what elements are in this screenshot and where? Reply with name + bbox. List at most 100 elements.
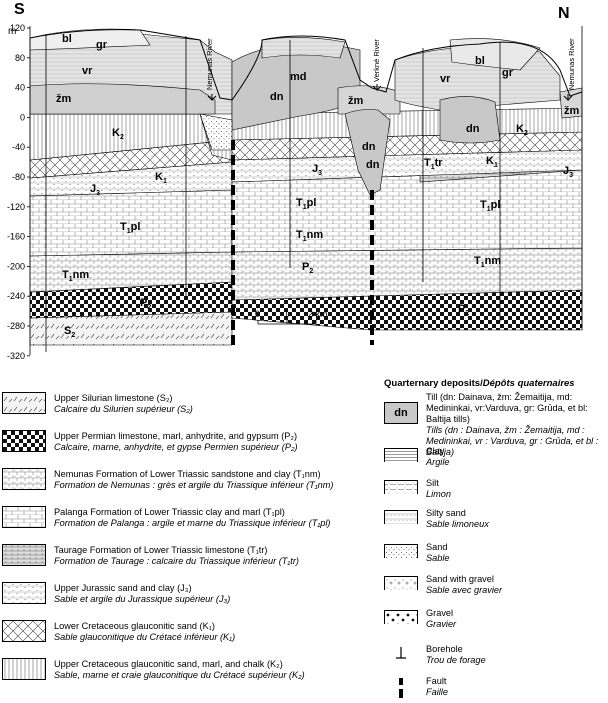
label-bl: bl: [475, 55, 485, 67]
legend-en: Lower Cretaceous glauconitic sand (K₁): [54, 621, 215, 631]
quaternary-title: Quarternary deposits/Dépôts quaternaires: [384, 378, 575, 389]
y-tick-label: 40: [15, 83, 25, 93]
till-md: [261, 37, 346, 59]
y-tick-label: 0: [20, 112, 25, 122]
legend-en: Clay: [426, 446, 445, 456]
label-dn: dn: [466, 123, 480, 135]
label-p2: P2: [140, 297, 151, 311]
unit-label: m: [8, 26, 16, 37]
y-tick-label: -240: [7, 291, 25, 301]
till-swatch: dn: [384, 402, 418, 424]
label-p2: P2: [458, 303, 469, 317]
label-zm: žm: [564, 105, 580, 117]
legend-fr: Sable limoneux: [426, 519, 489, 529]
legend-en: Sand with gravel: [426, 574, 494, 584]
y-tick-label: -280: [7, 321, 25, 331]
legend-text-t1pl: Palanga Formation of Lower Triassic clay…: [54, 507, 354, 529]
stratum-t1pl-right: [231, 169, 583, 253]
legend-swatch-sand: [384, 544, 418, 558]
label-k2: K2: [112, 127, 124, 141]
legend-text-p2: Upper Permian limestone, marl, anhydrite…: [54, 431, 354, 453]
legend-swatch-p2: [2, 430, 46, 452]
legend-text-t1nm: Nemunas Formation of Lower Triassic sand…: [54, 469, 354, 491]
legend-en: Nemunas Formation of Lower Triassic sand…: [54, 469, 321, 479]
y-tick-label: -160: [7, 232, 25, 242]
quaternary-cover: [29, 28, 583, 196]
till-zm-middle: [337, 85, 401, 115]
north-label: N: [558, 5, 570, 22]
till-bl-right: [449, 38, 541, 71]
legend-swatch-k1: [2, 620, 46, 642]
unit-labels: bl gr vr žm md dn žm dn dn bl gr vr dn ž…: [56, 33, 580, 339]
label-vr: vr: [82, 65, 93, 77]
y-tick-label: -120: [7, 202, 25, 212]
legend-fr: Limon: [426, 489, 452, 499]
legend-swatch-j3: [2, 582, 46, 604]
legend-text-s2: Upper Silurian limestone (S₂)Calcaire du…: [54, 393, 354, 415]
legend-en: Sand: [426, 542, 448, 552]
label-s2: S2: [64, 325, 75, 339]
label-gr: gr: [502, 67, 514, 79]
y-tick-label: -200: [7, 261, 25, 271]
label-md: md: [290, 71, 307, 83]
legend-fr: Faille: [426, 687, 448, 697]
legend-swatch-sand-with-gravel: [384, 576, 418, 590]
till-legend-text: Till (dn: Dainava, žm: Žemaitija, md: Me…: [426, 392, 599, 457]
nemunas-river-right: Nemunas River: [567, 38, 576, 90]
legend-fr: Argile: [426, 457, 450, 467]
label-k1: K1: [155, 171, 167, 185]
legend-en: Silty sand: [426, 508, 466, 518]
scale-tick-0: 0: [255, 309, 260, 319]
legend-swatch-clay: [384, 448, 418, 462]
scale-tick-2: 2 km: [308, 309, 328, 319]
borehole-icon: [384, 646, 418, 660]
legend-swatch-t1tr: [2, 544, 46, 566]
legend-swatch-s2: [2, 392, 46, 414]
legend-text-k2: Upper Cretaceous glauconitic sand, marl,…: [54, 659, 354, 681]
label-j3: J3: [90, 183, 100, 197]
legend-en: Upper Silurian limestone (S₂): [54, 393, 173, 403]
legend-swatch-k2: [2, 658, 46, 680]
fault-icon: [384, 678, 418, 698]
legend-fr: Sable, marne et craie glauconitique du C…: [54, 670, 305, 680]
legend-fr: Calcaire du Silurien supérieur (S₂): [54, 404, 193, 414]
verkne-river: Verkné River: [372, 39, 381, 82]
legend-text-k1: Lower Cretaceous glauconitic sand (K₁)Sa…: [54, 621, 354, 643]
legend-text-t1tr: Taurage Formation of Lower Triassic lime…: [54, 545, 354, 567]
y-tick-label: -320: [7, 351, 25, 361]
till-zm-left: [29, 83, 216, 115]
legend-fr: Calcaire, marne, anhydrite, et gypse Per…: [54, 442, 298, 452]
till-dn-middle: [231, 43, 361, 131]
legend-en: Upper Permian limestone, marl, anhydrite…: [54, 431, 298, 441]
till-dn-right: [439, 96, 501, 144]
scale-tick-1: 1: [284, 309, 289, 319]
till-dn-valley: [344, 109, 391, 196]
legend-fr: Sable avec gravier: [426, 585, 503, 595]
nemunas-river-left: Nemunas River: [205, 38, 214, 90]
label-gr: gr: [96, 39, 108, 51]
label-zm: žm: [348, 95, 364, 107]
legend-en: Upper Cretaceous glauconitic sand, marl,…: [54, 659, 283, 669]
legend-swatch-silty-sand: [384, 510, 418, 524]
label-vr: vr: [440, 73, 451, 85]
label-j3: J3: [563, 165, 573, 179]
faults: [231, 140, 374, 345]
label-t1pl: T1pl: [296, 197, 316, 211]
river-labels: Nemunas River Verkné River Nemunas River: [205, 38, 576, 102]
legend-swatch-t1nm: [2, 468, 46, 490]
legend-en: Silt: [426, 478, 439, 488]
legend-swatch-gravel: [384, 610, 418, 624]
till-bl-left: [29, 28, 151, 51]
label-t1nm: T1nm: [296, 229, 323, 243]
label-zm: žm: [56, 93, 72, 105]
y-tick-label: -80: [12, 172, 25, 182]
label-t1pl: T1pl: [120, 221, 140, 235]
legend-en: Palanga Formation of Lower Triassic clay…: [54, 507, 285, 517]
